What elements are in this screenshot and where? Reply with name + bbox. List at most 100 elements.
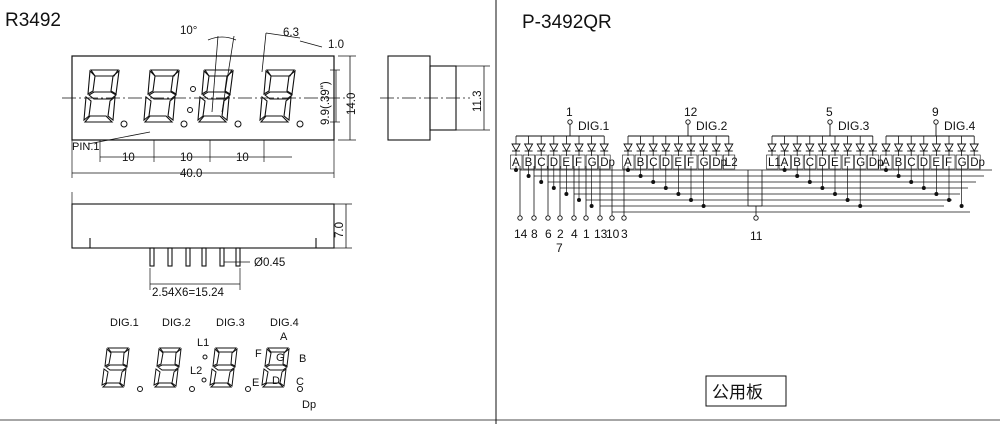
led-diode	[843, 143, 853, 152]
led-diode	[524, 143, 534, 152]
segment-label: A	[512, 157, 520, 169]
segment-label: B	[525, 157, 533, 169]
segment-label: F	[575, 157, 582, 169]
led-diode	[711, 143, 721, 152]
segment-label: Dp	[869, 157, 884, 169]
pitch-3: 10	[236, 152, 249, 164]
bottom-dig2: DIG.2	[162, 317, 191, 329]
segment-label: F	[687, 157, 694, 169]
badge: 公用板	[705, 375, 787, 407]
segment-label: B	[637, 157, 645, 169]
segment-label: F	[945, 157, 952, 169]
seg-d: D	[272, 375, 280, 387]
led-diode	[648, 143, 658, 152]
led-diode	[894, 143, 904, 152]
led-diode	[957, 143, 967, 152]
led-diode	[686, 143, 696, 152]
segment-label: G	[700, 157, 709, 169]
segment-label: B	[895, 157, 903, 169]
pin-number: 4	[571, 227, 578, 241]
segment-label: C	[907, 157, 915, 169]
pin-terminal	[609, 215, 615, 221]
colon-pin-number: 11	[750, 229, 763, 243]
led-diode	[817, 143, 827, 152]
seg-dp: Dp	[302, 399, 316, 411]
led-diode	[944, 143, 954, 152]
bottom-dig4: DIG.4	[270, 317, 299, 329]
pitch-2: 10	[180, 152, 193, 164]
width-label: 40.0	[180, 168, 202, 180]
led-diode	[931, 143, 941, 152]
segment-label: A	[882, 157, 890, 169]
led-diode	[881, 143, 891, 152]
led-diode	[661, 143, 671, 152]
common-pin-number: 9	[932, 105, 939, 119]
led-diode	[855, 143, 865, 152]
common-pin-number: 12	[684, 105, 698, 119]
angle-label: 10°	[180, 25, 197, 37]
segment-label: E	[831, 157, 839, 169]
segment-label: A	[624, 157, 632, 169]
segment-label: C	[649, 157, 657, 169]
common-pin-number: 5	[826, 105, 833, 119]
led-diode	[561, 143, 571, 152]
segment-label: G	[958, 157, 967, 169]
segment-label: E	[674, 157, 682, 169]
side-height-label: 11.3	[472, 90, 484, 112]
led-diode	[868, 143, 878, 152]
led-diode	[636, 143, 646, 152]
pin-span-label: 2.54X6=15.24	[152, 287, 225, 299]
segment-label: C	[537, 157, 545, 169]
seg-e: E	[252, 377, 259, 389]
led-diode	[724, 143, 734, 152]
top-digits	[83, 69, 296, 123]
digit-label: DIG.2	[696, 119, 728, 133]
digit-label: DIG.4	[944, 119, 976, 133]
seg-a: A	[280, 331, 288, 343]
pin-terminal	[531, 215, 537, 221]
led-diode	[805, 143, 815, 152]
segment-label: E	[932, 157, 940, 169]
segment-label: F	[844, 157, 851, 169]
segment-label: L2	[725, 157, 738, 169]
led-diode	[536, 143, 546, 152]
common-pin-number: 1	[566, 105, 573, 119]
side-view	[380, 55, 490, 141]
led-diode	[549, 143, 559, 152]
pin-number: 1	[583, 227, 590, 241]
led-diode	[574, 143, 584, 152]
segment-label-box	[598, 154, 611, 170]
segment-label: D	[920, 157, 928, 169]
thickness-label: 7.0	[334, 222, 346, 238]
led-diode	[623, 143, 633, 152]
pin-terminal	[597, 215, 603, 221]
pin-number: 8	[531, 227, 538, 241]
pin-terminal	[545, 215, 551, 221]
segment-label: Dp	[970, 157, 985, 169]
led-diode	[673, 143, 683, 152]
seg-gap-label: 6.3	[283, 27, 299, 39]
digit-label: DIG.1	[578, 119, 610, 133]
common-pin-terminal	[827, 119, 833, 125]
common-pin-terminal	[933, 119, 939, 125]
led-diode	[767, 143, 777, 152]
pitch-1: 10	[122, 152, 135, 164]
pin-number: 10	[606, 227, 620, 241]
segment-label: B	[793, 157, 801, 169]
colon-l2: L2	[190, 365, 202, 377]
pin-dia-label: Ø0.45	[254, 257, 285, 269]
segment-label: G	[856, 157, 865, 169]
pin-number: 3	[621, 227, 628, 241]
segment-label: G	[588, 157, 597, 169]
segment-label: D	[550, 157, 558, 169]
pin-terminal	[557, 215, 563, 221]
led-diode	[587, 143, 597, 152]
led-diode	[511, 143, 521, 152]
common-pin-terminal	[685, 119, 691, 125]
front-view	[71, 192, 352, 290]
seg-b: B	[299, 353, 306, 365]
digit-height-label: 9.9(.39")	[320, 81, 332, 125]
led-diode	[906, 143, 916, 152]
